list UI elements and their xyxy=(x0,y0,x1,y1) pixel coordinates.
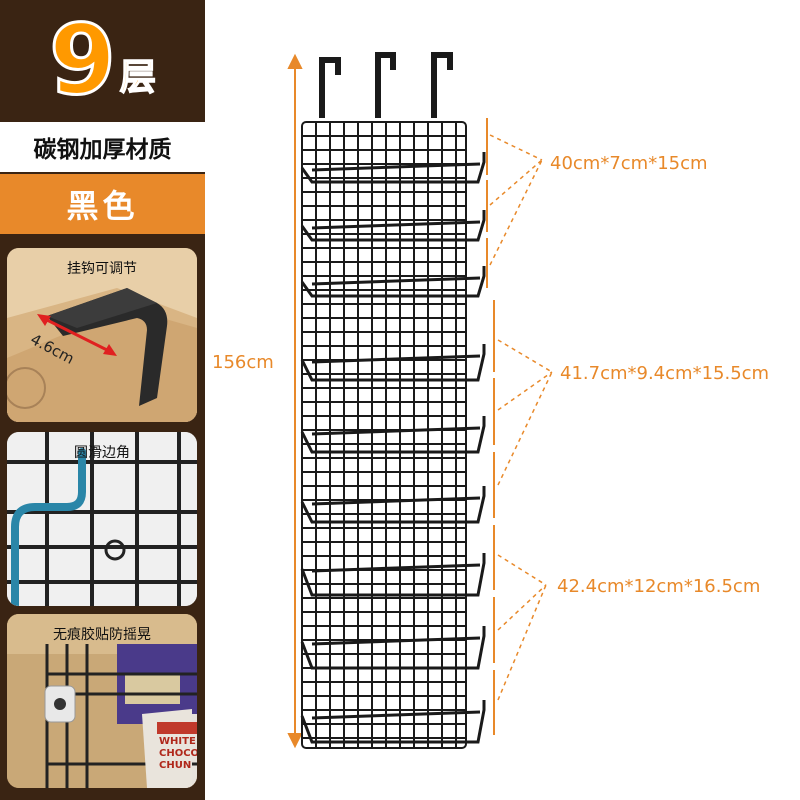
medium-basket-size-label: 41.7cm*9.4cm*15.5cm xyxy=(560,363,770,384)
basket-shelf xyxy=(300,486,486,524)
basket-rim xyxy=(311,563,481,573)
rack-baskets xyxy=(300,152,486,744)
rounded-corner-illustration xyxy=(7,432,197,606)
hook-caption: 挂钩可调节 xyxy=(67,261,137,277)
basket-dimension-arrows xyxy=(486,118,495,735)
basket-rim xyxy=(311,276,481,286)
basket-rim xyxy=(311,710,481,720)
adhesive-caption: 无痕胶贴防摇晃 xyxy=(53,627,151,643)
layer-count-number: 9 xyxy=(48,4,118,116)
basket-shelf xyxy=(300,416,486,454)
basket-shelf xyxy=(300,210,486,242)
basket-shelf xyxy=(300,700,486,744)
dimension-leaders xyxy=(489,134,553,701)
basket-rim xyxy=(311,426,481,436)
layer-count-badge: 9 层 xyxy=(0,0,205,120)
package-line: WHITE xyxy=(159,736,196,747)
basket-rim xyxy=(311,496,481,506)
basket-shelf xyxy=(300,344,486,382)
package-text: WHITE CHOCO CHUN xyxy=(159,736,197,772)
corner-caption: 圆滑边角 xyxy=(74,445,130,461)
basket-rim xyxy=(311,162,481,172)
basket-shelf xyxy=(300,626,486,670)
basket-rim xyxy=(311,636,481,646)
material-label: 碳钢加厚材质 xyxy=(0,122,205,172)
large-basket-size-label: 42.4cm*12cm*16.5cm xyxy=(557,576,761,597)
basket-shelf xyxy=(300,152,486,184)
rack-grid xyxy=(301,121,467,749)
height-arrow xyxy=(287,53,303,749)
basket-shelf xyxy=(300,553,486,597)
layer-count-unit: 层 xyxy=(119,56,157,99)
feature-card-hook: 挂钩可调节 4.6cm xyxy=(7,248,197,422)
total-height-label: 156cm xyxy=(212,352,274,373)
package-line: CHUN xyxy=(159,760,192,771)
adhesive-pad-illustration xyxy=(7,614,197,788)
small-basket-size-label: 40cm*7cm*15cm xyxy=(550,153,708,174)
basket-shelf xyxy=(300,266,486,298)
color-label: 黑色 xyxy=(0,174,205,234)
basket-rim xyxy=(311,220,481,230)
door-hooks xyxy=(319,52,453,118)
hook-illustration xyxy=(7,248,197,422)
basket-rim xyxy=(311,354,481,364)
feature-card-adhesive: 无痕胶贴防摇晃 WHITE CHOCO CHUN xyxy=(7,614,197,788)
feature-card-corner: 圆滑边角 xyxy=(7,432,197,606)
package-line: CHOCO xyxy=(159,748,197,759)
